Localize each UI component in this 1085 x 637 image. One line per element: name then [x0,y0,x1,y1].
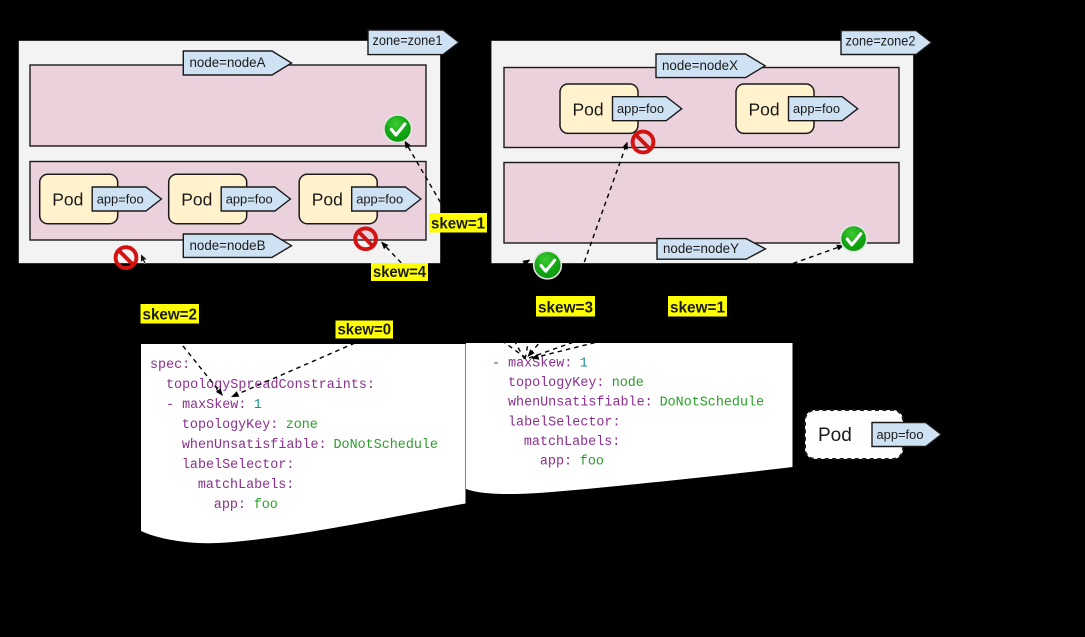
svg-text:skew=4: skew=4 [373,264,426,281]
svg-text:skew=3: skew=3 [538,299,593,316]
svg-text:skew=2: skew=2 [143,306,198,323]
svg-text:Pod: Pod [181,190,212,210]
svg-text:topologyKey:zone: topologyKey:zone [182,418,318,433]
svg-text:node=nodeY: node=nodeY [663,240,740,256]
svg-text:app=foo: app=foo [97,192,144,207]
svg-text:topologySpreadConstraints:: topologySpreadConstraints: [166,378,375,393]
svg-text:skew=1: skew=1 [431,215,485,232]
svg-text:app=foo: app=foo [226,192,273,207]
svg-text:zone=zone2: zone=zone2 [846,33,916,48]
svg-text:- maxSkew:1: - maxSkew:1 [166,398,262,413]
svg-text:app:foo: app:foo [540,455,604,470]
svg-text:skew=0: skew=0 [338,321,392,338]
svg-text:Pod: Pod [818,425,852,446]
svg-text:- maxSkew:1: - maxSkew:1 [492,357,588,372]
svg-text:matchLabels:: matchLabels: [524,435,620,450]
svg-text:node=nodeB: node=nodeB [190,237,266,253]
svg-text:skew=1: skew=1 [670,299,725,316]
svg-text:Pod: Pod [749,99,780,119]
svg-text:Pod: Pod [573,99,604,119]
svg-text:node=nodeA: node=nodeA [190,54,267,70]
svg-text:labelSelector:: labelSelector: [182,458,295,473]
svg-text:app=foo: app=foo [356,192,403,207]
svg-text:app=foo: app=foo [877,427,924,442]
svg-text:zone=zone1: zone=zone1 [373,33,443,48]
svg-text:matchLabels:: matchLabels: [198,478,294,493]
svg-text:node=nodeX: node=nodeX [662,57,739,73]
svg-text:spec:: spec: [150,358,190,373]
svg-text:app:foo: app:foo [214,498,278,513]
svg-text:whenUnsatisfiable:DoNotSchedul: whenUnsatisfiable:DoNotSchedule [508,396,764,411]
svg-text:whenUnsatisfiable:DoNotSchedul: whenUnsatisfiable:DoNotSchedule [182,438,438,453]
svg-text:app=foo: app=foo [793,101,840,116]
svg-text:topologyKey:node: topologyKey:node [508,376,644,391]
svg-text:app=foo: app=foo [617,101,664,116]
svg-text:Pod: Pod [52,190,83,210]
svg-text:Pod: Pod [312,190,343,210]
svg-text:labelSelector:: labelSelector: [508,415,621,430]
